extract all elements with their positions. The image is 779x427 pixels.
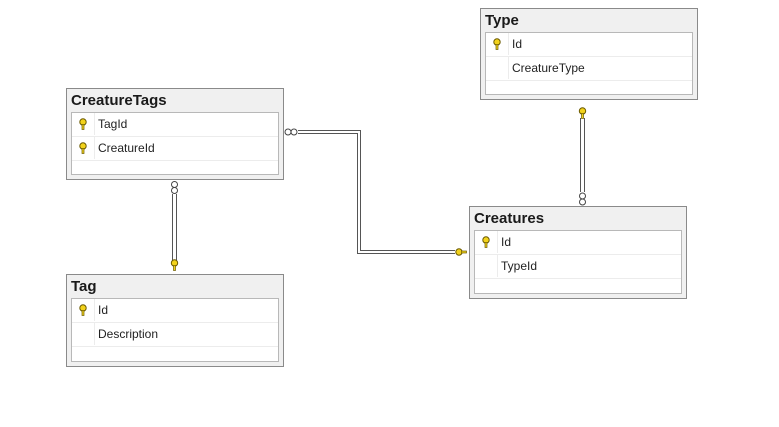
relationship-creatures-type[interactable] (578, 107, 587, 206)
key-cell-empty (72, 323, 95, 345)
key-cell-empty (475, 255, 498, 277)
empty-row (72, 161, 278, 184)
relationship-creaturetags-tag[interactable] (170, 181, 179, 271)
table-type[interactable]: Type Id CreatureType (480, 8, 698, 100)
column-name: Id (98, 303, 109, 317)
primary-key-icon (72, 299, 95, 321)
table-tag[interactable]: Tag Id Description (66, 274, 284, 367)
primary-key-icon (72, 113, 95, 135)
empty-row (486, 81, 692, 104)
key-cell-empty (486, 57, 509, 79)
column-name: Description (98, 327, 159, 341)
one-key-icon (170, 259, 179, 271)
column-name: TypeId (501, 259, 538, 273)
table-title[interactable]: CreatureTags (71, 92, 167, 109)
one-key-icon (578, 107, 587, 119)
column-name: TagId (98, 117, 128, 131)
table-title[interactable]: Tag (71, 278, 97, 295)
many-infinity-icon (284, 128, 298, 136)
relationship-creaturetags-creatures[interactable] (284, 128, 467, 256)
empty-row (72, 347, 278, 370)
empty-row (475, 279, 681, 302)
table-creaturetags[interactable]: CreatureTags TagId CreatureId (66, 88, 284, 180)
primary-key-icon (475, 231, 498, 253)
primary-key-icon (72, 137, 95, 159)
many-infinity-icon (579, 192, 586, 206)
table-creatures[interactable]: Creatures Id TypeId (469, 206, 687, 299)
column-row[interactable]: TagId (72, 113, 278, 137)
primary-key-icon (486, 33, 509, 55)
column-row[interactable]: Id (486, 33, 692, 57)
column-name: CreatureId (98, 141, 155, 155)
table-title[interactable]: Creatures (474, 210, 545, 227)
column-list: Id Description (71, 298, 279, 362)
column-list: Id TypeId (474, 230, 682, 294)
column-list: TagId CreatureId (71, 112, 279, 175)
column-row[interactable]: Id (72, 299, 278, 323)
column-row[interactable]: TypeId (475, 255, 681, 279)
many-infinity-icon (171, 181, 178, 194)
column-name: CreatureType (512, 61, 585, 75)
column-list: Id CreatureType (485, 32, 693, 95)
column-row[interactable]: CreatureId (72, 137, 278, 161)
column-row[interactable]: CreatureType (486, 57, 692, 81)
column-name: Id (512, 37, 523, 51)
column-row[interactable]: Id (475, 231, 681, 255)
column-name: Id (501, 235, 512, 249)
table-title[interactable]: Type (485, 12, 519, 29)
column-row[interactable]: Description (72, 323, 278, 347)
one-key-icon (455, 248, 467, 256)
